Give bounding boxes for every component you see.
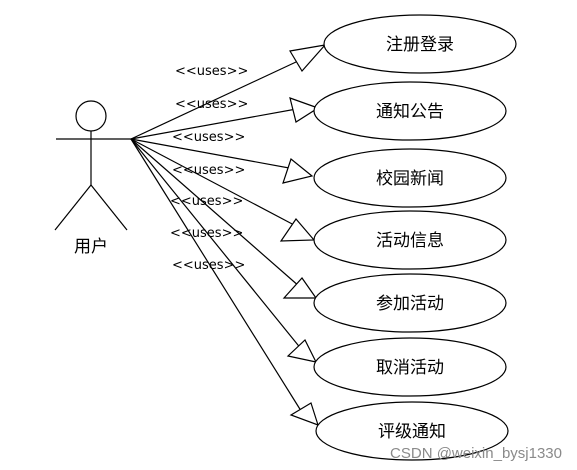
actor: 用户 (54, 100, 131, 257)
actor-right-leg (90, 184, 128, 231)
stereotype-label: <<uses>> (172, 258, 245, 273)
use-case-3: 校园新闻 <<uses>> (130, 130, 507, 208)
use-case-7: 评级通知 <<uses>> (130, 138, 509, 461)
association-line (130, 138, 301, 288)
use-case-6: 取消活动 <<uses>> (130, 138, 507, 397)
use-case-ellipse (313, 337, 507, 397)
arrow-head (289, 44, 327, 73)
actor-head (75, 100, 107, 132)
use-case-label: 注册登录 (386, 35, 454, 55)
actor-left-leg (54, 184, 92, 231)
stereotype-label: <<uses>> (172, 163, 245, 178)
association-line (130, 138, 301, 171)
use-case-2: 通知公告 <<uses>> (130, 81, 507, 141)
use-case-label: 校园新闻 (376, 169, 444, 189)
use-case-label: 通知公告 (376, 102, 444, 122)
arrow-head (282, 277, 318, 299)
association-line (130, 138, 304, 415)
use-case-label: 活动信息 (376, 231, 444, 251)
arrow-head (286, 339, 318, 363)
use-case-label: 取消活动 (376, 358, 444, 378)
use-case-ellipse (315, 401, 509, 461)
use-case-4: 活动信息 <<uses>> (130, 138, 507, 270)
arrow-head (289, 97, 320, 123)
use-case-ellipse (313, 210, 507, 270)
use-case-ellipse (313, 148, 507, 208)
use-case-5: 参加活动 <<uses>> (130, 138, 507, 333)
stereotype-label: <<uses>> (170, 194, 243, 209)
association-line (130, 138, 303, 351)
arrow-head (289, 402, 319, 426)
use-case-label: 参加活动 (376, 294, 444, 314)
association-line (130, 107, 303, 140)
use-case-ellipse (313, 81, 507, 141)
use-case-ellipse (323, 14, 517, 74)
use-case-ellipse (313, 273, 507, 333)
watermark: CSDN @weixin_bysj1330 (390, 445, 562, 462)
use-case-label: 评级通知 (378, 422, 446, 442)
arrow-head (279, 218, 316, 242)
association-line (130, 54, 312, 140)
stereotype-label: <<uses>> (172, 130, 245, 145)
actor-label: 用户 (74, 237, 108, 257)
arrow-head (282, 157, 314, 184)
stereotype-label: <<uses>> (170, 226, 243, 241)
association-line (130, 138, 297, 227)
stereotype-label: <<uses>> (175, 64, 248, 79)
use-case-1: 注册登录 <<uses>> (130, 14, 517, 140)
stereotype-label: <<uses>> (175, 97, 248, 112)
